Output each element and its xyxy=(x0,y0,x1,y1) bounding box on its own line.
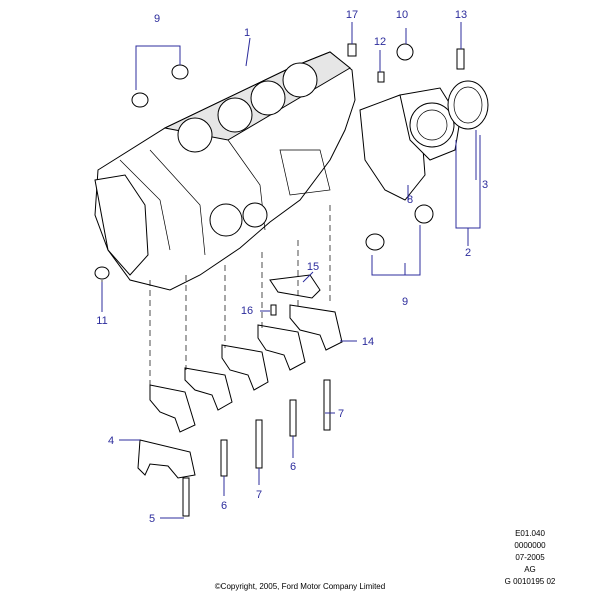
callout-7-right: 7 xyxy=(338,408,344,420)
callout-3: 3 xyxy=(482,179,488,191)
info-line-3: 07-2005 xyxy=(515,553,545,562)
engine-block xyxy=(94,51,356,291)
callout-1: 1 xyxy=(244,27,250,39)
callout-9-bottom: 9 xyxy=(402,296,408,308)
callout-9-top: 9 xyxy=(154,13,160,25)
callout-16: 16 xyxy=(241,305,253,317)
bearing-caps xyxy=(137,274,343,479)
leader-lines xyxy=(101,22,481,519)
callout-5: 5 xyxy=(149,513,155,525)
info-line-5: G 0010195 02 xyxy=(504,577,556,586)
callout-10: 10 xyxy=(396,9,408,21)
callouts: 1 9 17 10 12 13 3 8 2 15 9 16 11 14 7 4 … xyxy=(96,9,488,525)
callout-8: 8 xyxy=(407,194,413,206)
info-line-1: E01.040 xyxy=(515,529,545,538)
cap-bolts xyxy=(182,304,331,517)
callout-12: 12 xyxy=(374,36,386,48)
callout-14: 14 xyxy=(362,336,374,348)
copyright-notice: ©Copyright, 2005, Ford Motor Company Lim… xyxy=(214,582,386,591)
callout-2: 2 xyxy=(465,247,471,259)
callout-15: 15 xyxy=(307,261,319,273)
callout-11: 11 xyxy=(96,315,107,327)
rear-cover xyxy=(359,80,489,201)
callout-7-bottom: 7 xyxy=(256,489,262,501)
callout-13: 13 xyxy=(455,9,467,21)
info-line-4: AG xyxy=(524,565,536,574)
callout-6-bottom: 6 xyxy=(221,500,227,512)
callout-4: 4 xyxy=(108,435,114,447)
info-line-2: 0000000 xyxy=(514,541,546,550)
callout-17: 17 xyxy=(346,9,358,21)
callout-6-right: 6 xyxy=(290,461,296,473)
info-block: E01.040 0000000 07-2005 AG G 0010195 02 xyxy=(460,528,600,588)
